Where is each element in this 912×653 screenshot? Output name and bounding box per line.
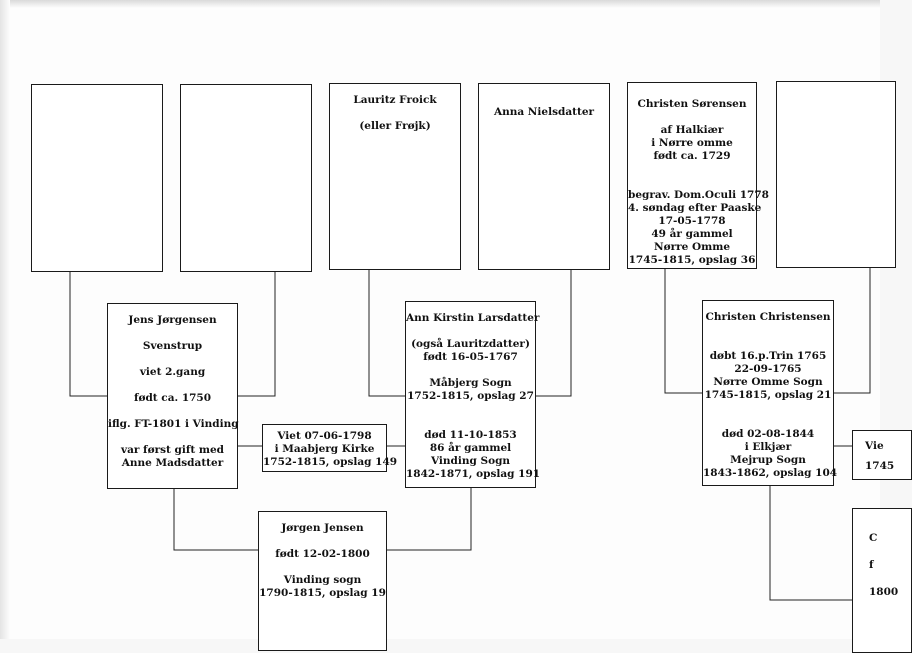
text-line (330, 107, 460, 120)
text-line (703, 337, 833, 350)
text-line (703, 402, 833, 415)
text-line: Lauritz Froick (353, 94, 437, 106)
text-line (259, 561, 386, 574)
person-box-ann-kirstin-larsdatter: Ann Kirstin Larsdatter (også Lauritzdatte… (405, 301, 541, 488)
text-line (406, 364, 535, 377)
paper-left-edge (0, 0, 10, 639)
text-line (406, 403, 535, 416)
text-line (628, 111, 756, 124)
text-line (703, 415, 833, 428)
text-line: f (869, 559, 874, 571)
marriage-box-2: Vie 1745 (852, 430, 912, 480)
text-line: Anne Madsdatter (121, 457, 224, 469)
text-line (703, 324, 833, 337)
text-line: (også Lauritzdatter) (411, 338, 530, 350)
text-line: begrav. Dom.Oculi 1778 (628, 189, 769, 201)
text-line: Viet 07-06-1798 (277, 430, 372, 442)
text-line: 1752-1815, opslag 27 (407, 390, 534, 402)
text-line: død 11-10-1853 (424, 429, 517, 441)
person-box-anna-nielsdatter: Anna Nielsdatter (478, 83, 610, 270)
text-line: Vinding Sogn (430, 455, 511, 467)
text-line: Vinding sogn (283, 574, 362, 586)
text-line: født ca. 1750 (133, 392, 212, 404)
text-line (628, 176, 756, 189)
text-line: Måbjerg Sogn (429, 377, 512, 389)
text-line: i Nørre omme (651, 137, 733, 149)
text-line: Anna Nielsdatter (493, 106, 595, 118)
text-line: født 12-02-1800 (275, 548, 370, 560)
text-line (406, 325, 535, 338)
connector-ann-jorgen (387, 488, 472, 551)
text-line: død 02-08-1844 (721, 428, 815, 440)
text-line: 1745 (865, 460, 895, 472)
text-line: 1745-1815, opslag 21 (704, 389, 832, 401)
text-line: Ann Kirstin Larsdatter (406, 312, 540, 324)
text-line: 1790-1815, opslag 19 (259, 587, 386, 599)
connector-anna-ann (536, 269, 572, 397)
text-line (628, 163, 756, 176)
text-line: 49 år gammel (651, 228, 733, 240)
text-line: af Halkiær (660, 124, 724, 136)
text-line (108, 327, 237, 340)
paper-top-edge (0, 0, 880, 8)
text-line: var først gift med (120, 444, 225, 456)
text-line: 1843-1862, opslag 104 (703, 467, 838, 479)
text-line: Nørre Omme (653, 241, 731, 253)
text-line: 1800 (869, 586, 899, 598)
text-line: 17-05-1778 (658, 215, 726, 227)
text-line: Jens Jørgensen (128, 314, 217, 326)
ancestor-box-6 (776, 81, 896, 268)
text-line (108, 405, 237, 418)
ancestor-box-2 (180, 84, 312, 272)
text-line (108, 353, 237, 366)
ancestor-box-1 (31, 84, 163, 272)
text-line: Jørgen Jensen (281, 522, 364, 534)
text-line (869, 572, 911, 585)
text-line: 1752-1815, opslag 149 (263, 456, 398, 468)
connector-christens-christenc (664, 268, 702, 394)
text-line: Svenstrup (142, 340, 203, 352)
connector-top1-jens (69, 271, 107, 397)
text-line: i Maabjerg Kirke (274, 443, 375, 455)
text-line: i Elkjær (744, 441, 792, 453)
connector-top2-jens (238, 271, 276, 397)
text-line: (eller Frøjk) (359, 120, 431, 132)
text-line: født 16-05-1767 (423, 351, 518, 363)
text-line: C (869, 532, 878, 544)
text-line (869, 545, 911, 558)
text-line: Christen Sørensen (637, 98, 747, 110)
text-line: født ca. 1729 (653, 150, 731, 162)
text-line: 86 år gammel (429, 442, 512, 454)
person-box-lauritz-froick: Lauritz Froick (eller Frøjk) (329, 83, 461, 270)
text-line: 1745-1815, opslag 36 (628, 254, 756, 266)
text-line: 22-09-1765 (734, 363, 802, 375)
text-line: Vie (865, 440, 884, 452)
connector-jens-jorgen (173, 489, 258, 551)
text-line: 1842-1871, opslag 191 (406, 468, 541, 480)
connector-top6-christenc (834, 268, 871, 394)
connector-lines (69, 268, 871, 601)
connector-christenc-partial (769, 486, 852, 601)
text-line: iflg. FT-1801 i Vinding (108, 418, 239, 430)
text-line: døbt 16.p.Trin 1765 (709, 350, 827, 362)
text-line: 4. søndag efter Paaske (628, 202, 762, 214)
text-line: viet 2.gang (139, 366, 206, 378)
text-line: Nørre Omme Sogn (713, 376, 823, 388)
text-line (108, 431, 237, 444)
text-line (108, 379, 237, 392)
connector-lauritz-ann (368, 269, 405, 397)
text-line (259, 535, 386, 548)
text-line: Mejrup Sogn (730, 454, 806, 466)
text-line: Christen Christensen (705, 311, 831, 323)
text-line (406, 416, 535, 429)
